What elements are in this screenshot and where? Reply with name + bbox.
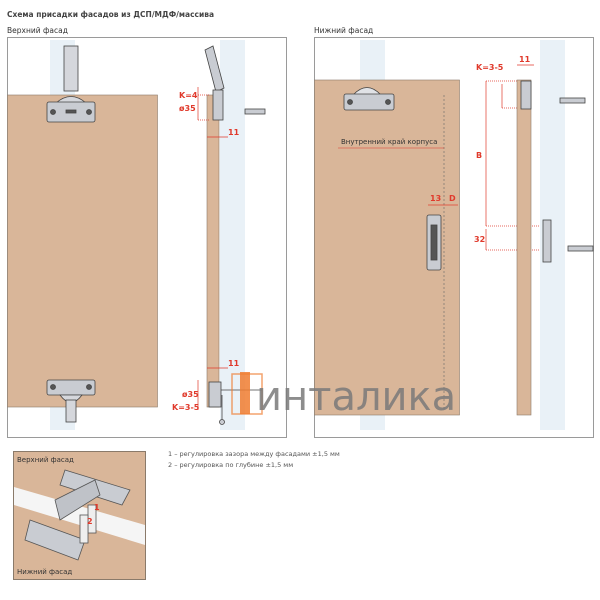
dim-width-top: 11 (228, 128, 240, 137)
hinge-side-icon (208, 381, 262, 425)
dim-k: K=3-5 (476, 63, 504, 72)
lower-facade-panel: Внутренний край корпуса K=3-5 11 B 13 D (314, 37, 594, 438)
dimension-lines (197, 87, 228, 410)
inset-illustration: 1 2 Верхний фасад Нижний фасад (13, 451, 146, 580)
facade-side (516, 79, 532, 416)
legend-item-1: 1 – регулировка зазора между фасадами ±1… (168, 450, 340, 458)
dim-b: B (476, 151, 482, 160)
logo: интали­ка (231, 372, 456, 420)
marker-2: 2 (87, 517, 93, 526)
hinge-icon (46, 379, 96, 423)
hinge-icon (46, 45, 96, 123)
marker-1: 1 (94, 503, 100, 512)
dim-d: D (449, 194, 456, 203)
dim-pitch: 32 (474, 235, 485, 244)
inset-top-label: Верхний фасад (17, 456, 74, 464)
lower-panel-label: Нижний фасад (314, 26, 374, 35)
dim-offset: 13 (430, 194, 441, 203)
legend-item-2: 2 – регулировка по глубине ±1,5 мм (168, 461, 294, 469)
mounting-plate-icon (343, 87, 442, 271)
page-title: Схема присадки фасадов из ДСП/МДФ/массив… (7, 10, 215, 19)
hinge-side-icon (204, 45, 266, 121)
inset-bottom-label: Нижний фасад (17, 568, 72, 576)
upper-facade-panel: K=4 ø35 11 11 ø35 K=3-5 (7, 37, 287, 438)
dim-width: 11 (519, 55, 531, 64)
logo-text: интали­ка (256, 374, 456, 420)
dim-k-bottom: K=3-5 (172, 403, 200, 412)
hinge-side-icon (520, 80, 594, 263)
dim-diameter-bottom: ø35 (182, 390, 199, 399)
facade-board (7, 94, 158, 408)
dim-width-bottom: 11 (228, 359, 240, 368)
dim-k-top: K=4 (179, 91, 198, 100)
upper-panel-label: Верхний фасад (7, 26, 68, 35)
inner-edge-label: Внутренний край корпуса (341, 138, 437, 146)
hinge-icon (24, 469, 131, 561)
dim-diameter-top: ø35 (179, 104, 196, 113)
facade-side (206, 94, 220, 408)
